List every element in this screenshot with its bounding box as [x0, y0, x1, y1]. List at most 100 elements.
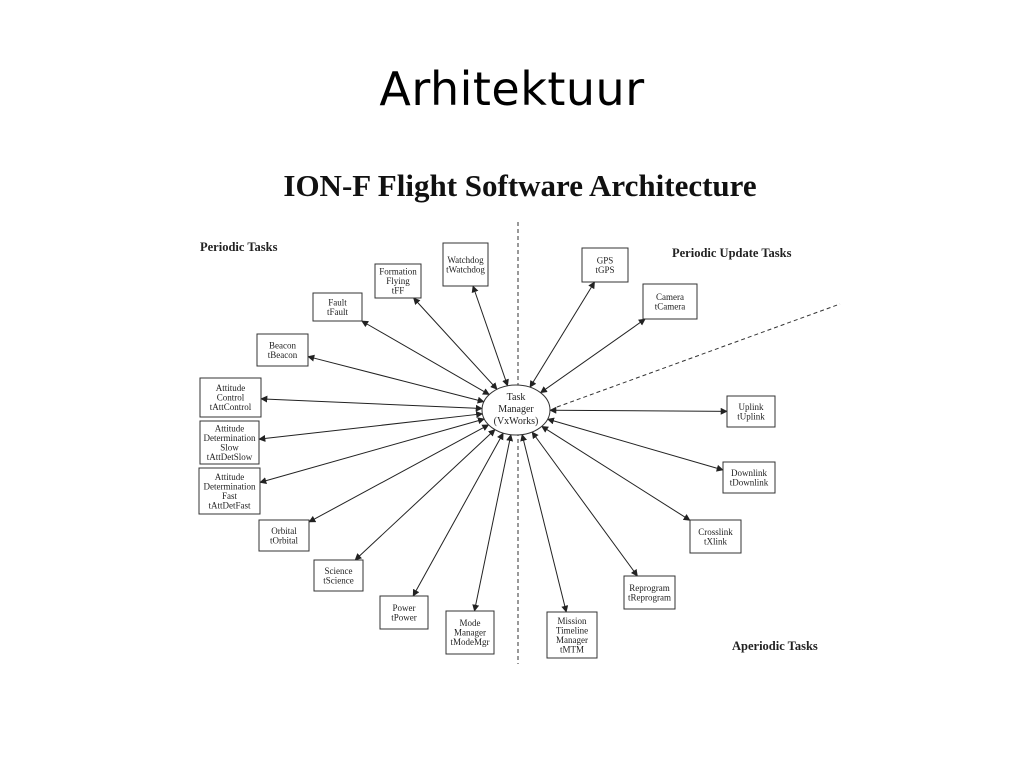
node-label-downlink-1: tDownlink — [730, 477, 769, 487]
edge-camera — [539, 318, 646, 394]
node-label-power-1: tPower — [391, 612, 417, 622]
node-label-beacon-1: tBeacon — [268, 350, 298, 360]
node-box-camera — [642, 283, 698, 320]
node-label-uplink-0: Uplink — [738, 402, 764, 412]
node-label-fault-0: Fault — [328, 297, 347, 307]
node-label-science-1: tScience — [323, 575, 354, 585]
edge-uplink — [549, 406, 728, 415]
node-label-camera-1: tCamera — [655, 301, 686, 311]
nodes-layer: WatchdogtWatchdogFormationFlyingtFFFault… — [198, 242, 776, 659]
periodic-tasks-label: Periodic Tasks — [200, 240, 278, 254]
node-label-gps-1: tGPS — [595, 265, 614, 275]
node-box-science — [313, 559, 364, 592]
task-manager-ellipse — [481, 384, 551, 436]
node-box-gps — [581, 247, 629, 283]
node-label-attitude-control-0: Attitude — [216, 383, 246, 393]
node-label-formation-flying-1: Flying — [386, 276, 410, 286]
node-box-watchdog — [442, 242, 489, 287]
node-label-mission-timeline-manager-3: tMTM — [560, 644, 584, 654]
node-box-attitude-determination-fast — [198, 467, 261, 515]
node-box-attitude-control — [199, 377, 262, 418]
edge-mission-timeline-manager — [520, 433, 569, 613]
node-box-reprogram — [623, 575, 676, 610]
edges-layer — [258, 281, 728, 613]
edge-mode-manager — [472, 434, 514, 612]
node-label-orbital-1: tOrbital — [270, 535, 298, 545]
task-manager-line-3: (VxWorks) — [494, 416, 539, 427]
node-box-mode-manager — [445, 610, 495, 655]
node-label-mission-timeline-manager-1: Timeline — [556, 625, 588, 635]
diagram-title: ION-F Flight Software Architecture — [283, 168, 757, 203]
node-label-attitude-determination-fast-2: Fast — [222, 491, 238, 501]
node-box-mission-timeline-manager — [546, 611, 598, 659]
node-label-mode-manager-2: tModeMgr — [451, 637, 490, 647]
node-label-downlink-0: Downlink — [731, 468, 768, 478]
edge-gps — [529, 281, 595, 388]
node-label-attitude-determination-slow-1: Determination — [204, 433, 256, 443]
edge-attitude-determination-slow — [258, 411, 484, 442]
node-label-attitude-determination-slow-3: tAttDetSlow — [207, 452, 253, 462]
node-box-uplink — [726, 395, 776, 428]
node-label-attitude-determination-slow-0: Attitude — [215, 423, 245, 433]
dashed-diagonal-line — [556, 303, 841, 408]
edge-crosslink — [541, 425, 691, 521]
node-box-downlink — [722, 461, 776, 494]
task-manager-line-2: Manager — [498, 404, 534, 415]
node-box-fault — [312, 292, 363, 322]
node-label-watchdog-1: tWatchdog — [446, 264, 485, 274]
node-box-power — [379, 595, 429, 630]
node-label-mission-timeline-manager-2: Manager — [556, 635, 588, 645]
node-label-mode-manager-0: Mode — [460, 618, 481, 628]
task-manager-line-1: Task — [507, 392, 526, 403]
node-label-uplink-1: tUplink — [737, 411, 765, 421]
edge-beacon — [307, 354, 485, 404]
node-label-reprogram-1: tReprogram — [628, 592, 671, 602]
node-label-power-0: Power — [393, 603, 416, 613]
node-label-attitude-determination-fast-3: tAttDetFast — [209, 500, 251, 510]
node-label-mission-timeline-manager-0: Mission — [557, 616, 587, 626]
node-label-formation-flying-2: tFF — [392, 286, 405, 296]
node-label-crosslink-1: tXlink — [704, 536, 728, 546]
node-box-orbital — [258, 519, 310, 552]
task-manager-node: Task Manager (VxWorks) — [481, 384, 551, 436]
periodic-update-tasks-label: Periodic Update Tasks — [672, 246, 792, 260]
node-box-crosslink — [689, 519, 742, 554]
edge-watchdog — [471, 285, 509, 387]
node-label-crosslink-0: Crosslink — [698, 527, 733, 537]
node-label-orbital-0: Orbital — [271, 526, 297, 536]
edge-downlink — [546, 417, 724, 472]
node-label-beacon-0: Beacon — [269, 340, 296, 350]
node-label-attitude-determination-fast-1: Determination — [204, 481, 256, 491]
edge-attitude-determination-fast — [259, 417, 485, 485]
node-label-formation-flying-0: Formation — [379, 267, 417, 277]
node-label-reprogram-0: Reprogram — [629, 583, 670, 593]
node-label-camera-0: Camera — [656, 292, 684, 302]
aperiodic-tasks-label: Aperiodic Tasks — [732, 639, 818, 653]
edge-attitude-control — [260, 395, 483, 412]
node-label-fault-1: tFault — [327, 307, 349, 317]
node-label-mode-manager-1: Manager — [454, 628, 486, 638]
node-label-attitude-determination-fast-0: Attitude — [215, 472, 245, 482]
node-label-attitude-determination-slow-2: Slow — [220, 442, 239, 452]
edge-fault — [361, 320, 490, 395]
node-label-watchdog-0: Watchdog — [447, 255, 484, 265]
node-label-attitude-control-1: Control — [217, 393, 245, 403]
node-label-science-0: Science — [325, 566, 353, 576]
